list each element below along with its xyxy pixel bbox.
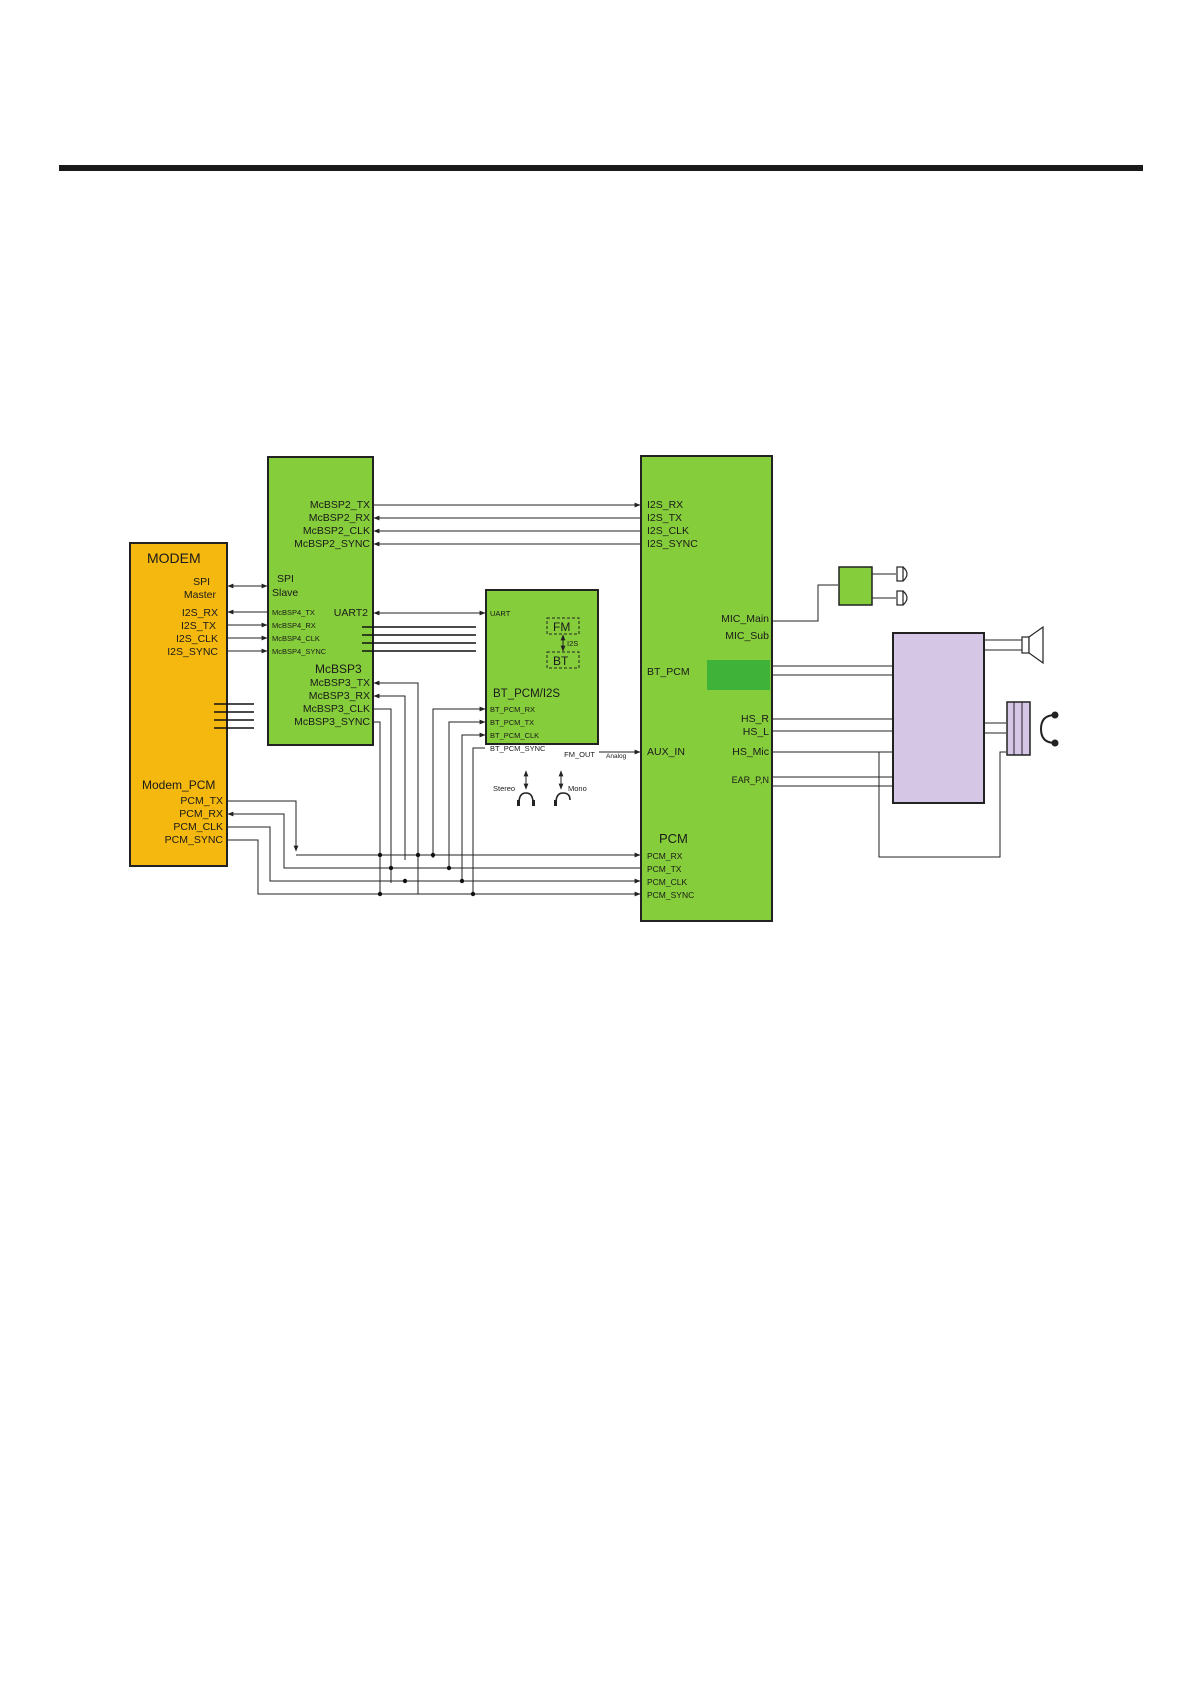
ap-mcbsp3-rx-label: McBSP3_RX xyxy=(309,690,370,702)
codec-pcm-tx-label: PCM_TX xyxy=(647,864,682,874)
ap-mcbsp3-clk-label: McBSP3_CLK xyxy=(303,703,370,715)
ap-mcbsp4-clk-label: McBSP4_CLK xyxy=(272,634,320,643)
ap-uart2-label: UART2 xyxy=(334,607,368,619)
codec-pcm-title: PCM xyxy=(659,831,688,846)
codec-i2s-rx-label: I2S_RX xyxy=(647,499,683,511)
ap-slave-label: Slave xyxy=(272,587,298,599)
ap-mcbsp3-title: McBSP3 xyxy=(315,662,362,676)
bt-pcm-clk-label: BT_PCM_CLK xyxy=(490,731,539,740)
ap-mcbsp3-tx-label: McBSP3_TX xyxy=(310,677,370,689)
mic-main-icon xyxy=(896,566,908,582)
ap-mcbsp4-sync-label: McBSP4_SYNC xyxy=(272,647,327,656)
mic-switch-block xyxy=(838,566,873,606)
amp-block xyxy=(892,632,985,804)
stereo-headphone-icon xyxy=(518,792,534,804)
modem-master-label: Master xyxy=(184,589,217,601)
ap-mcbsp2-rx-label: McBSP2_RX xyxy=(309,512,370,524)
ap-mcbsp4-tx-label: McBSP4_TX xyxy=(272,608,315,617)
modem-i2s-tx-label: I2S_TX xyxy=(181,620,216,632)
modem-pcm-tx-label: PCM_TX xyxy=(180,795,223,807)
fm-dashed-box xyxy=(546,617,580,635)
modem-i2s-rx-label: I2S_RX xyxy=(182,607,218,619)
bt-pcm-tx-label: BT_PCM_TX xyxy=(490,718,534,727)
ap-mcbsp2-tx-label: McBSP2_TX xyxy=(310,499,370,511)
top-rule xyxy=(59,165,1143,171)
bt-dashed-box xyxy=(546,651,580,669)
mic-sub-icon xyxy=(896,590,908,606)
modem-pcm-rx-label: PCM_RX xyxy=(179,808,223,820)
mono-headset-icon xyxy=(555,792,571,804)
modem-i2s-sync-label: I2S_SYNC xyxy=(167,646,218,658)
bt-pcm-rx-label: BT_PCM_RX xyxy=(490,705,535,714)
ap-mcbsp3-sync-label: McBSP3_SYNC xyxy=(294,716,370,728)
speaker-icon xyxy=(1021,625,1044,665)
modem-pcm-title: Modem_PCM xyxy=(142,778,215,792)
codec-mic-sub-label: MIC_Sub xyxy=(725,630,769,642)
codec-pcm-clk-label: PCM_CLK xyxy=(647,877,687,887)
ap-spi-label: SPI xyxy=(277,573,294,585)
modem-block xyxy=(129,542,228,867)
mono-label: Mono xyxy=(568,784,587,793)
codec-i2s-clk-label: I2S_CLK xyxy=(647,525,689,537)
analog-label: Analog xyxy=(606,753,627,760)
codec-pcm-rx-label: PCM_RX xyxy=(647,851,683,861)
bt-label: BT xyxy=(553,654,569,668)
modem-pcm-clk-label: PCM_CLK xyxy=(173,821,223,833)
ap-mcbsp2-clk-label: McBSP2_CLK xyxy=(303,525,370,537)
ap-block xyxy=(267,456,374,746)
fm-label: FM xyxy=(553,620,570,634)
codec-aux-in-label: AUX_IN xyxy=(647,746,685,758)
ap-mcbsp4-rx-label: McBSP4_RX xyxy=(272,621,316,630)
codec-hs-r-label: HS_R xyxy=(741,713,769,725)
modem-pcm-sync-label: PCM_SYNC xyxy=(165,834,224,846)
modem-title: MODEM xyxy=(147,550,201,566)
bt-pcm-patch xyxy=(707,660,770,690)
headset-icon xyxy=(1039,714,1056,744)
stereo-label: Stereo xyxy=(493,784,515,793)
codec-pcm-sync-label: PCM_SYNC xyxy=(647,890,694,900)
modem-i2s-clk-label: I2S_CLK xyxy=(176,633,218,645)
codec-i2s-tx-label: I2S_TX xyxy=(647,512,682,524)
modem-spi-label: SPI xyxy=(193,576,210,588)
bt-title: BT_PCM/I2S xyxy=(493,688,560,700)
codec-hs-mic-label: HS_Mic xyxy=(732,746,769,758)
codec-hs-l-label: HS_L xyxy=(743,726,769,738)
codec-ear-pn-label: EAR_P,N xyxy=(732,775,769,785)
bt-pcm-sync-label: BT_PCM_SYNC xyxy=(490,744,546,753)
bt-i2s-label: I2S xyxy=(567,639,578,648)
ap-mcbsp2-sync-label: McBSP2_SYNC xyxy=(294,538,370,550)
ear-switch-block xyxy=(1006,701,1031,756)
fm-out-label: FM_OUT xyxy=(564,750,595,759)
codec-mic-main-label: MIC_Main xyxy=(721,613,769,625)
codec-i2s-sync-label: I2S_SYNC xyxy=(647,538,698,550)
bt-uart-label: UART xyxy=(490,609,511,618)
codec-bt-pcm-label: BT_PCM xyxy=(647,666,690,678)
